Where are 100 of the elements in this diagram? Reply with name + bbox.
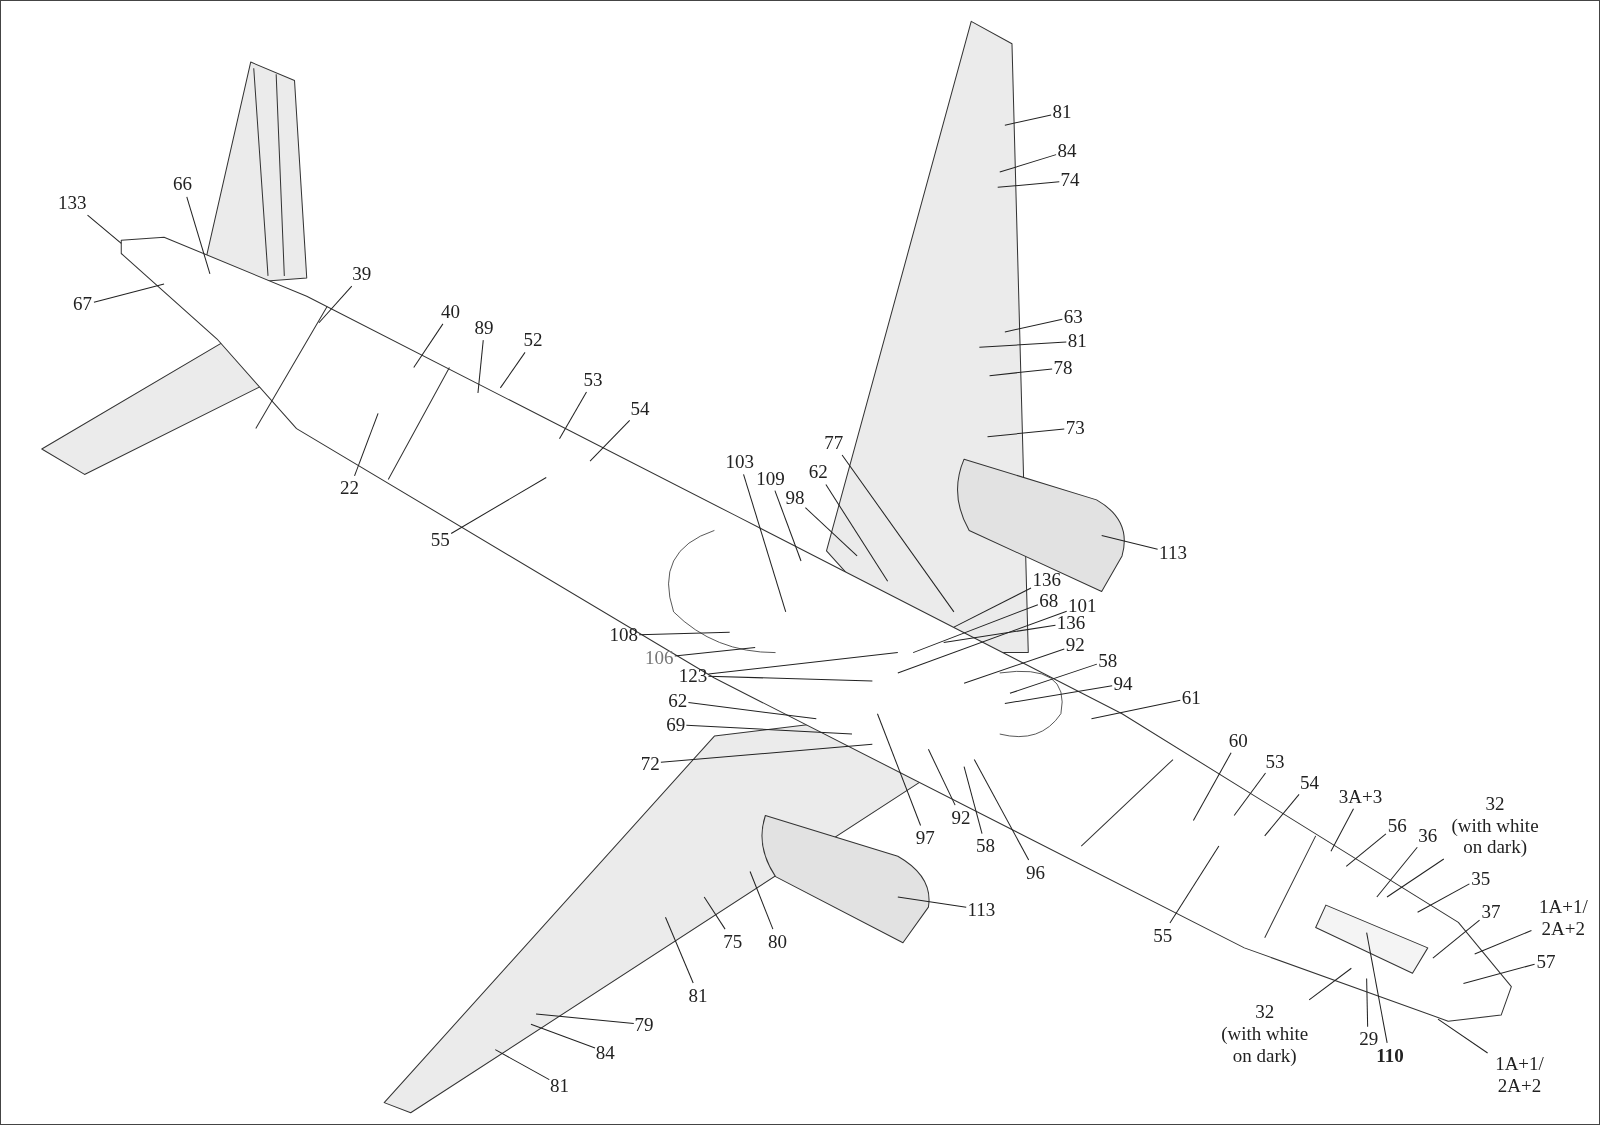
leader-line xyxy=(1192,752,1232,822)
callout-number: 75 xyxy=(723,930,743,953)
callout-number: 58 xyxy=(975,835,995,857)
leader-line xyxy=(530,1023,596,1049)
callout-number: 73 xyxy=(1065,416,1085,439)
callout-number: 1A+1/ 2A+2 xyxy=(1533,896,1594,941)
callout-number: 36 xyxy=(1418,824,1438,847)
leader-line xyxy=(1417,883,1470,913)
callout-number: 96 xyxy=(1025,861,1045,884)
callout-number: 55 xyxy=(430,528,450,551)
callout-number: 37 xyxy=(1481,901,1501,924)
callout-number: 39 xyxy=(352,262,372,285)
callout-number: 106 xyxy=(645,646,674,669)
leader-line xyxy=(953,587,1032,628)
leader-line xyxy=(413,323,444,369)
callout-number: 113 xyxy=(967,899,996,922)
leader-line xyxy=(963,766,983,835)
leader-line xyxy=(664,916,694,984)
callout-number: 61 xyxy=(1181,687,1201,710)
leader-line xyxy=(1376,846,1418,898)
callout-number: 67 xyxy=(73,293,92,316)
callout-number: 81 xyxy=(688,984,708,1007)
callout-number: 97 xyxy=(915,826,935,849)
leader-line xyxy=(1009,663,1098,694)
callout-number: 103 xyxy=(725,451,755,474)
callout-number: 78 xyxy=(1053,356,1073,379)
leader-line xyxy=(825,484,889,582)
callout-number: 77 xyxy=(824,431,844,454)
leader-line xyxy=(841,454,955,613)
callout-number: 94 xyxy=(1113,673,1133,696)
callout-number: 1A+1/ 2A+2 xyxy=(1489,1053,1550,1097)
leader-line xyxy=(674,647,756,657)
leader-line xyxy=(1308,967,1352,1001)
callout-number: 32 (with white on dark) xyxy=(1214,1001,1315,1068)
callout-number: 40 xyxy=(440,300,460,323)
callout-number: 113 xyxy=(1159,541,1187,564)
callout-number: 52 xyxy=(523,329,543,351)
leader-line xyxy=(450,477,547,534)
callout-number: 55 xyxy=(1153,924,1173,947)
leader-line xyxy=(897,610,1068,674)
leader-line xyxy=(1169,845,1220,924)
leader-line xyxy=(1366,932,1388,1044)
leader-line xyxy=(912,604,1039,654)
callout-number: 3A+3 xyxy=(1338,786,1383,809)
leader-line xyxy=(499,351,526,389)
leader-line xyxy=(743,473,787,613)
callout-number: 60 xyxy=(1228,730,1248,753)
callout-number: 29 xyxy=(1359,1028,1379,1051)
leader-line xyxy=(1345,833,1387,867)
callout-number: 74 xyxy=(1060,169,1080,192)
leader-line xyxy=(477,339,484,394)
leader-line xyxy=(707,675,873,682)
leader-line xyxy=(660,743,873,763)
leader-line xyxy=(1437,1018,1489,1054)
callout-number: 63 xyxy=(1063,305,1083,328)
callout-number: 136 xyxy=(1032,569,1061,592)
leader-line xyxy=(927,748,956,806)
leader-line xyxy=(1386,858,1445,898)
leader-line xyxy=(804,507,858,557)
callout-number: 81 xyxy=(550,1075,569,1098)
callout-number: 133 xyxy=(58,191,87,214)
leader-line xyxy=(558,391,587,440)
leader-line xyxy=(897,896,967,908)
leader-line xyxy=(1004,685,1113,704)
leader-line xyxy=(774,490,802,562)
leader-line xyxy=(93,283,165,303)
callout-number: 123 xyxy=(678,665,708,687)
callout-number: 22 xyxy=(340,476,360,499)
callout-number: 72 xyxy=(640,752,660,775)
leader-line xyxy=(943,624,1056,643)
leader-line xyxy=(707,652,899,675)
callout-number: 79 xyxy=(634,1014,654,1037)
leader-line xyxy=(1474,930,1532,955)
leader-line xyxy=(589,419,631,462)
leader-line xyxy=(1462,963,1536,984)
leader-line xyxy=(186,196,211,275)
leader-line xyxy=(687,702,817,720)
leader-line xyxy=(535,1013,635,1024)
leader-line xyxy=(318,285,353,324)
leader-line xyxy=(1264,793,1300,837)
leader-line xyxy=(1090,699,1181,720)
leader-line xyxy=(876,713,922,826)
leader-line xyxy=(963,648,1065,684)
leader-line xyxy=(1366,977,1369,1028)
callout-number: 57 xyxy=(1536,951,1556,974)
leader-line xyxy=(1330,808,1354,852)
callout-number: 56 xyxy=(1387,814,1407,837)
leader-line xyxy=(1101,535,1159,550)
callout-number: 84 xyxy=(1057,139,1077,162)
callout-number: 69 xyxy=(666,713,686,736)
leader-line xyxy=(987,428,1065,438)
leader-line xyxy=(999,154,1057,173)
leader-line xyxy=(703,896,726,930)
leader-line xyxy=(638,631,731,636)
callout-number: 108 xyxy=(609,624,638,647)
callout-number: 81 xyxy=(1067,330,1087,352)
callout-number: 54 xyxy=(1300,772,1320,794)
leader-line xyxy=(354,412,379,477)
leader-line xyxy=(1233,772,1267,816)
leader-line xyxy=(997,181,1060,188)
